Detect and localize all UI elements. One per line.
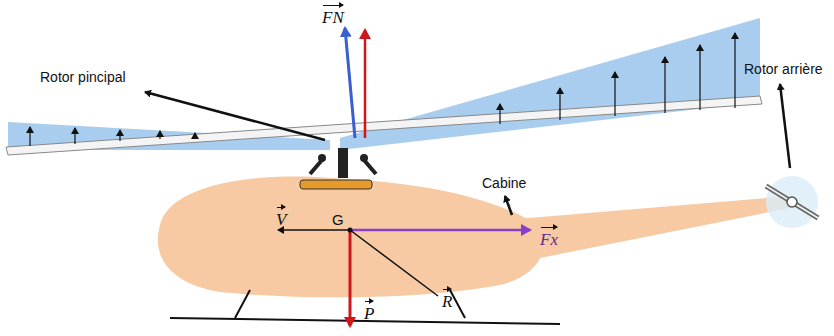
velocity-label: V [276,206,286,230]
force-label: P [364,300,374,324]
force-label: R [442,288,452,312]
part-name: Rotor pincipal [40,70,126,85]
part-name: Rotor arrière [744,62,823,77]
force-label: Fx [540,226,558,250]
point-label: G [332,212,344,229]
force-label: FN [322,4,344,28]
part-name: Cabine [482,176,526,191]
